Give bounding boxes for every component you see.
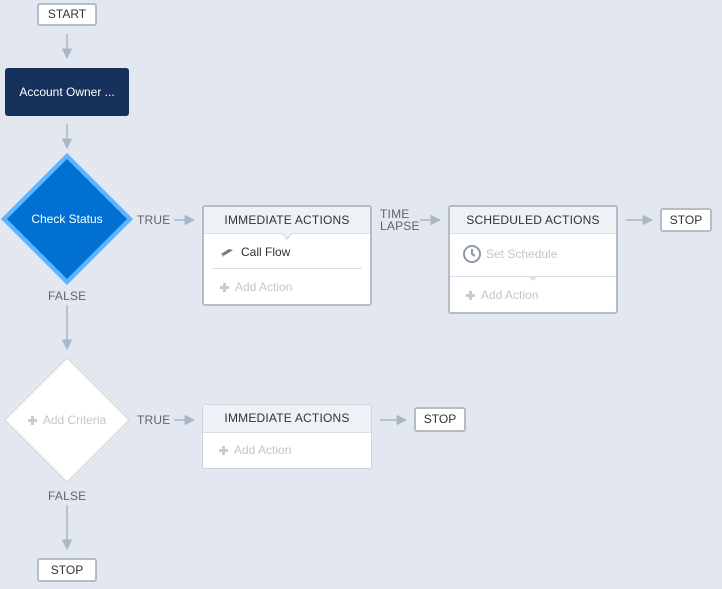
plus-icon	[219, 445, 228, 455]
start-node: START	[37, 3, 97, 26]
immediate-actions-box-2: IMMEDIATE ACTIONS Add Action	[202, 404, 372, 469]
plus-icon	[220, 282, 229, 292]
plus-icon	[466, 290, 475, 300]
flow-icon	[221, 249, 233, 257]
immediate-actions-header-1: IMMEDIATE ACTIONS	[204, 207, 370, 240]
scheduled-actions-box: SCHEDULED ACTIONS Set Schedule Add Actio…	[448, 205, 618, 314]
scheduled-actions-header: SCHEDULED ACTIONS	[450, 207, 616, 234]
false-label-2: FALSE	[48, 489, 87, 503]
time-lapse-label: TIME LAPSE	[380, 207, 420, 233]
criteria-diamond-add	[4, 357, 130, 483]
add-action-button-scheduled[interactable]: Add Action	[466, 288, 538, 302]
clock-icon	[463, 245, 481, 263]
true-label-1: TRUE	[137, 213, 171, 227]
stop-node-final: STOP	[37, 558, 97, 582]
add-action-button-2[interactable]: Add Action	[219, 443, 291, 457]
stop-node-2: STOP	[414, 407, 466, 432]
process-node-account-owner[interactable]: Account Owner ...	[5, 68, 129, 116]
immediate-actions-header-2: IMMEDIATE ACTIONS	[203, 405, 371, 433]
set-schedule-button[interactable]: Set Schedule	[462, 244, 557, 264]
false-label-1: FALSE	[48, 289, 87, 303]
plus-icon	[27, 415, 37, 425]
true-label-2: TRUE	[137, 413, 171, 427]
action-item-call-flow[interactable]: Call Flow	[220, 245, 290, 259]
add-criteria-button[interactable]: Add Criteria	[17, 406, 117, 434]
add-action-button-1[interactable]: Add Action	[220, 280, 292, 294]
immediate-actions-box-1: IMMEDIATE ACTIONS Call Flow Add Action	[202, 205, 372, 306]
criteria-label-check-status[interactable]: Check Status	[31, 212, 103, 226]
stop-node-1: STOP	[660, 208, 712, 232]
